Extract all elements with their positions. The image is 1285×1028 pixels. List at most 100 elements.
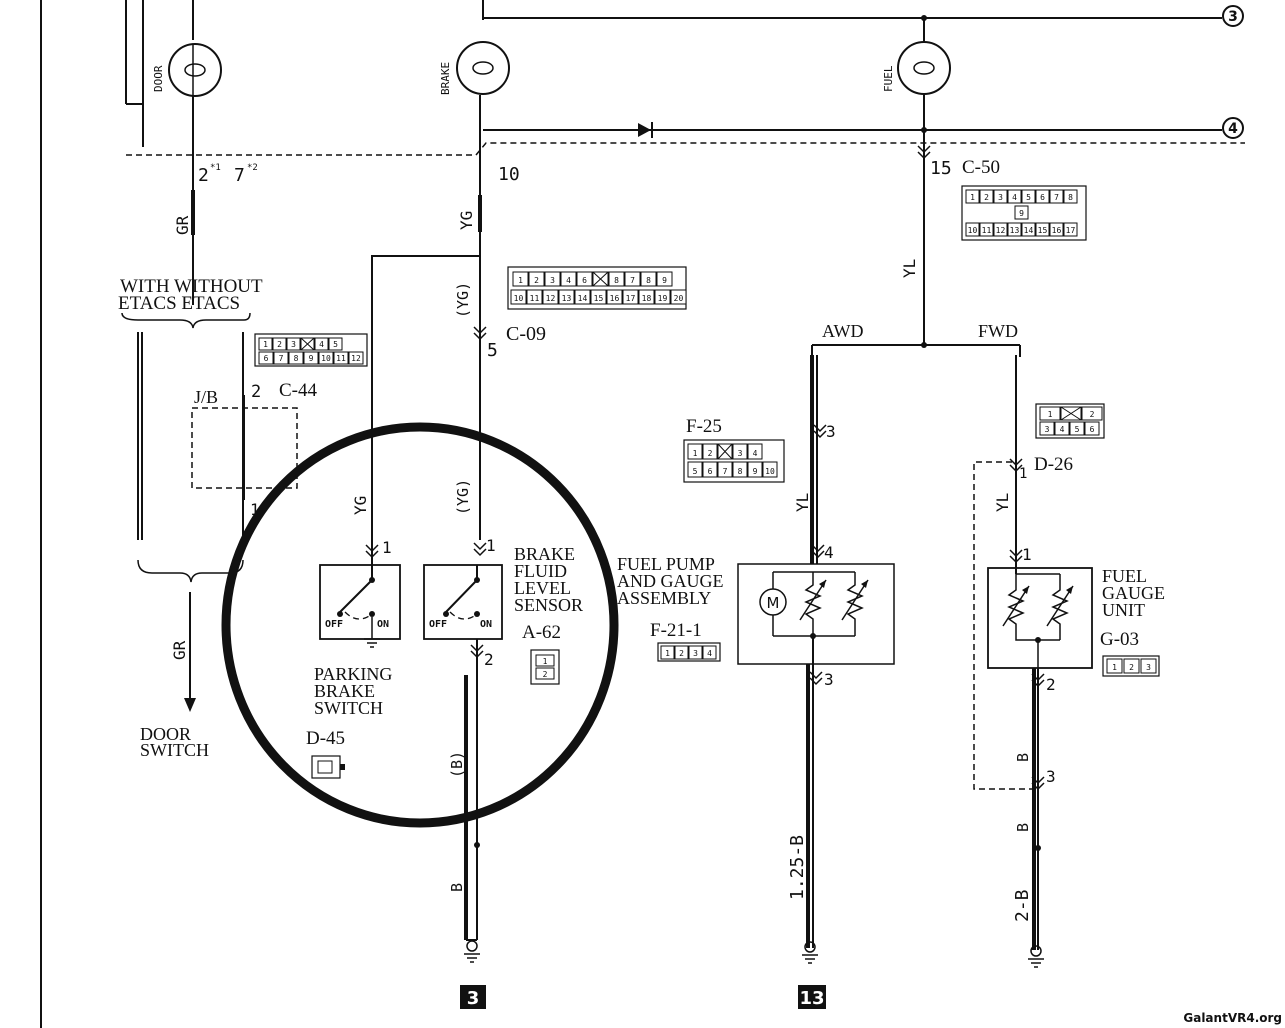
gauge-pin3: 3	[1046, 767, 1056, 786]
door-lamp: DOOR	[152, 43, 222, 97]
f25-label: F-25	[686, 416, 722, 437]
connector-cell-label: 6	[1090, 425, 1095, 434]
connector-cell-label: 9	[309, 354, 314, 363]
connector-cell	[622, 289, 639, 305]
circled-ref-4: 4	[1222, 117, 1244, 139]
ground-right-symbol	[802, 941, 818, 964]
connector-blank-mark	[1060, 406, 1082, 421]
door-pin-sup1: *1	[210, 163, 221, 173]
circled-ref-3: 3	[1222, 5, 1244, 27]
connector-cell-label: 9	[662, 276, 667, 285]
pbs-feed-horizontal	[371, 255, 480, 258]
connector-cell-label: 5	[333, 340, 338, 349]
brake-wire-color: YG	[457, 211, 476, 230]
connector-cell	[348, 351, 364, 365]
svg-text:BRAKE: BRAKE	[439, 62, 452, 95]
a62-connector: 1 2	[530, 649, 560, 685]
connector-cell	[590, 289, 607, 305]
connector-cell-label: 10	[514, 294, 524, 303]
highlight-circle	[221, 422, 619, 828]
connector-cell	[1069, 421, 1085, 436]
fuel-gauge-label-3: UNIT	[1102, 600, 1145, 620]
fwd-wire-color: YL	[993, 493, 1012, 512]
connector-cell-label: 4	[319, 340, 324, 349]
jb-label: J/B	[194, 387, 218, 407]
connector-cell-label: 17	[1066, 226, 1076, 235]
fwd-dashed-route	[973, 461, 1034, 790]
connector-cell	[640, 271, 657, 287]
connector-blank-mark	[717, 443, 733, 460]
connector-cell-label: 8	[646, 276, 651, 285]
connector-cell-label: 14	[1024, 226, 1034, 235]
d26-label: D-26	[1034, 454, 1073, 475]
svg-text:M: M	[767, 594, 780, 612]
awd-pin3-low-mark	[809, 671, 823, 686]
connector-cell-label: 12	[546, 294, 556, 303]
split-junction	[921, 342, 927, 348]
connector-cell	[688, 645, 703, 660]
connector-cell	[732, 461, 748, 478]
connector-cell-label: 12	[996, 226, 1006, 235]
gauge-ground-symbol	[1028, 945, 1044, 968]
svg-text:DOOR: DOOR	[152, 65, 165, 92]
gauge-pin1: 1	[1022, 545, 1032, 564]
svg-text:1: 1	[486, 536, 496, 555]
connector-cell-label: 6	[708, 467, 713, 476]
awd-ground-color: 1.25-B	[787, 835, 808, 900]
connector-cell	[702, 645, 717, 660]
connector-cell	[560, 271, 577, 287]
connector-cell	[702, 443, 718, 460]
door-switch-line1: DOOR	[140, 724, 191, 744]
connector-cell-label: 9	[753, 467, 758, 476]
connector-cell	[965, 189, 980, 204]
connector-cell-label: 5	[693, 467, 698, 476]
connector-cell-label: 6	[264, 354, 269, 363]
connector-cell-label: 2	[708, 449, 713, 458]
d45-connector	[311, 755, 345, 779]
connector-cell	[1007, 189, 1022, 204]
bfl-label-4: SENSOR	[514, 595, 583, 615]
door-out-color: GR	[170, 640, 189, 660]
connector-cell-label: 8	[614, 276, 619, 285]
awd-pin4-mark	[811, 544, 825, 559]
connector-cell-label: 7	[630, 276, 635, 285]
c44-pin-low: 1	[250, 500, 260, 519]
fuel-gauge-unit	[987, 567, 1093, 669]
connector-cell	[272, 337, 287, 351]
connector-cell-label: 2	[679, 649, 684, 658]
door-pin: 2	[198, 165, 209, 186]
connector-cell-label: 3	[550, 276, 555, 285]
fuel-pin: 15	[930, 158, 952, 179]
connector-cell	[510, 289, 527, 305]
connector-cell-label: 11	[336, 354, 346, 363]
connector-cell-label: 4	[753, 449, 758, 458]
fuel-pump-assembly: M	[737, 563, 895, 665]
connector-cell	[1063, 222, 1078, 237]
svg-text:2: 2	[484, 650, 494, 669]
svg-text:OFF: OFF	[325, 619, 343, 630]
connector-cell-label: 4	[1012, 193, 1017, 202]
connector-cell	[656, 271, 673, 287]
connector-cell	[1035, 189, 1050, 204]
connector-cell	[606, 289, 623, 305]
connector-cell-label: 7	[1054, 193, 1059, 202]
fuel-pump-label-3: ASSEMBLY	[617, 588, 711, 608]
connector-cell	[544, 271, 561, 287]
connector-cell-label: 2	[534, 276, 539, 285]
connector-cell-label: 18	[642, 294, 652, 303]
connector-cell	[687, 461, 703, 478]
connector-cell-label: 7	[723, 467, 728, 476]
door-pin2: 7	[234, 165, 245, 186]
svg-text:OFF: OFF	[429, 619, 447, 630]
connector-cell	[965, 222, 980, 237]
connector-cell-label: 9	[1019, 209, 1024, 218]
connector-cell-label: 11	[530, 294, 540, 303]
etacs-label: ETACS ETACS	[118, 293, 240, 314]
connector-cell-label: 1	[263, 340, 268, 349]
connector-cell-label: 1	[518, 276, 523, 285]
connector-cell	[328, 337, 343, 351]
connector-cell	[1054, 421, 1070, 436]
brake-wire-color-paren: (YG)	[454, 282, 472, 318]
